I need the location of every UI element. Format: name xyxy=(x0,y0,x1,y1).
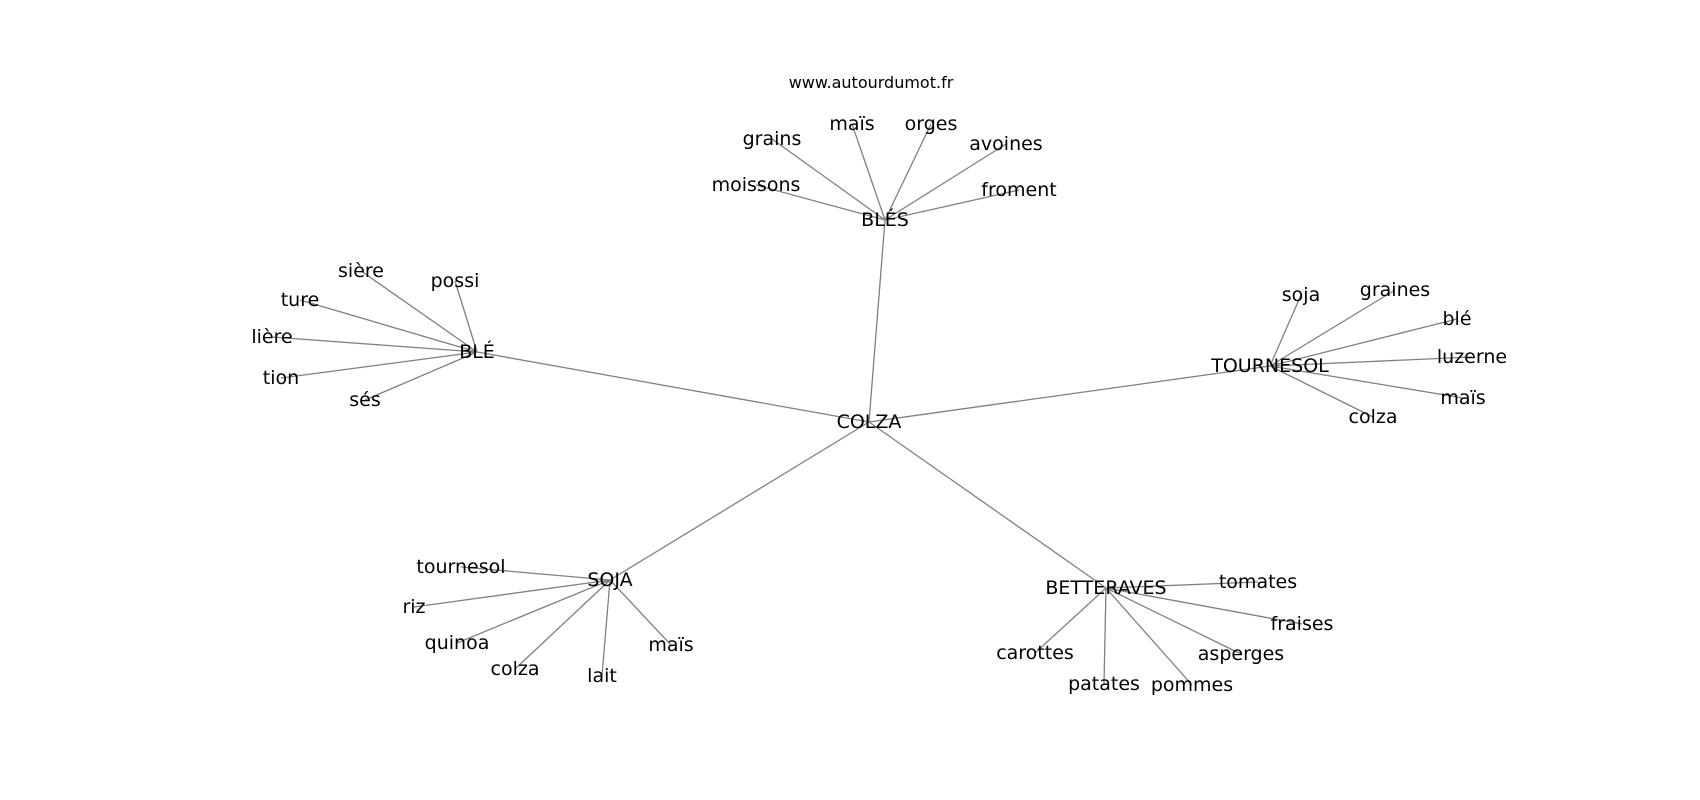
graph-edges xyxy=(271,123,1473,686)
edge-hub-to-word xyxy=(1105,581,1259,589)
edge-center-to-hub xyxy=(868,365,1271,423)
hub-node-label: TOURNESOL xyxy=(1210,355,1329,377)
edge-hub-to-word xyxy=(1034,587,1107,654)
leaf-word-label: riz xyxy=(402,596,425,618)
edge-hub-to-word xyxy=(1269,289,1396,367)
edge-hub-to-word xyxy=(1103,587,1107,685)
leaf-word-label: possi xyxy=(431,270,480,292)
leaf-word-label: maïs xyxy=(648,634,693,656)
edge-center-to-hub xyxy=(609,421,870,581)
leaf-word-label: soja xyxy=(1282,284,1320,306)
hub-node-label: SOJA xyxy=(587,569,632,591)
edge-hub-to-word xyxy=(1269,318,1458,367)
edge-hub-to-word xyxy=(1269,365,1464,399)
edge-hub-to-word xyxy=(1269,365,1374,418)
leaf-word-label: froment xyxy=(981,179,1056,201)
leaf-word-label: tournesol xyxy=(416,556,505,578)
edge-hub-to-word xyxy=(360,270,478,353)
leaf-word-label: pommes xyxy=(1151,674,1233,696)
leaf-word-label: tion xyxy=(263,367,299,389)
edge-hub-to-word xyxy=(1269,294,1302,367)
leaf-word-label: patates xyxy=(1068,673,1140,695)
leaf-word-label: maïs xyxy=(829,113,874,135)
leaf-word-label: carottes xyxy=(996,642,1074,664)
edge-hub-to-word xyxy=(601,579,611,677)
leaf-word-label: avoines xyxy=(969,133,1042,155)
edge-hub-to-word xyxy=(1105,587,1242,655)
edge-hub-to-word xyxy=(1105,587,1303,625)
leaf-word-label: orges xyxy=(905,113,958,135)
edge-hub-to-word xyxy=(454,280,478,353)
leaf-word-label: ture xyxy=(281,289,320,311)
leaf-word-label: tomates xyxy=(1219,571,1297,593)
edge-hub-to-word xyxy=(884,189,1020,221)
hub-node-label: BLÉ xyxy=(459,340,495,363)
edge-hub-to-word xyxy=(884,143,1007,221)
edge-hub-to-word xyxy=(1105,587,1193,686)
edge-hub-to-word xyxy=(280,351,478,379)
edge-hub-to-word xyxy=(271,336,478,353)
leaf-word-label: sière xyxy=(338,260,384,282)
edge-hub-to-word xyxy=(299,299,478,353)
edge-hub-to-word xyxy=(413,579,611,608)
leaf-word-label: fraises xyxy=(1271,613,1334,635)
leaf-word-label: moissons xyxy=(712,174,801,196)
edge-hub-to-word xyxy=(851,123,886,221)
center-node-label: COLZA xyxy=(837,411,902,433)
edge-hub-to-word xyxy=(755,184,886,221)
leaf-word-label: grains xyxy=(743,128,802,150)
leaf-word-label: colza xyxy=(1349,406,1398,428)
leaf-word-label: luzerne xyxy=(1437,346,1507,368)
source-watermark: www.autourdumot.fr xyxy=(789,73,954,92)
leaf-word-label: lière xyxy=(251,326,292,348)
edge-hub-to-word xyxy=(364,351,478,401)
edge-center-to-hub xyxy=(476,351,870,423)
hub-node-label: BLÉS xyxy=(861,208,909,231)
leaf-word-label: blé xyxy=(1442,308,1471,330)
edge-hub-to-word xyxy=(460,566,611,581)
leaf-word-label: colza xyxy=(491,658,540,680)
leaf-word-label: lait xyxy=(587,665,617,687)
graph-labels: COLZA BLÉS grains maïs orges avoines moissons f… xyxy=(251,113,1507,696)
leaf-word-label: asperges xyxy=(1198,643,1284,665)
edge-hub-to-word xyxy=(609,579,672,646)
leaf-word-label: maïs xyxy=(1440,387,1485,409)
edge-hub-to-word xyxy=(514,579,611,670)
edge-hub-to-word xyxy=(456,579,611,644)
edge-hub-to-word xyxy=(884,123,932,221)
edge-hub-to-word xyxy=(771,138,886,221)
hub-node-label: BETTERAVES xyxy=(1045,577,1166,599)
edge-center-to-hub xyxy=(868,421,1107,589)
leaf-word-label: graines xyxy=(1360,279,1430,301)
leaf-word-label: quinoa xyxy=(425,632,490,654)
leaf-word-label: sés xyxy=(349,389,381,411)
edge-center-to-hub xyxy=(868,219,886,423)
edge-hub-to-word xyxy=(1269,356,1473,367)
